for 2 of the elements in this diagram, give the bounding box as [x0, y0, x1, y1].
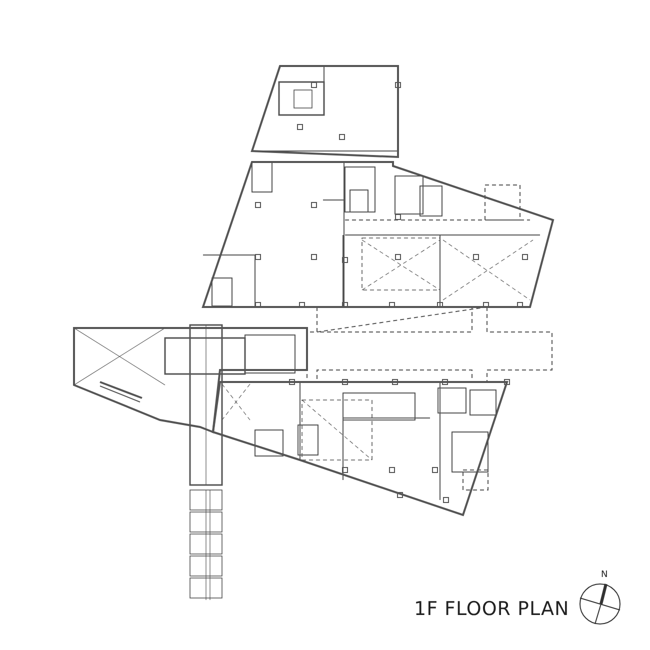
north-letter: N — [601, 570, 608, 580]
plan-title: 1F FLOOR PLAN — [414, 598, 570, 620]
